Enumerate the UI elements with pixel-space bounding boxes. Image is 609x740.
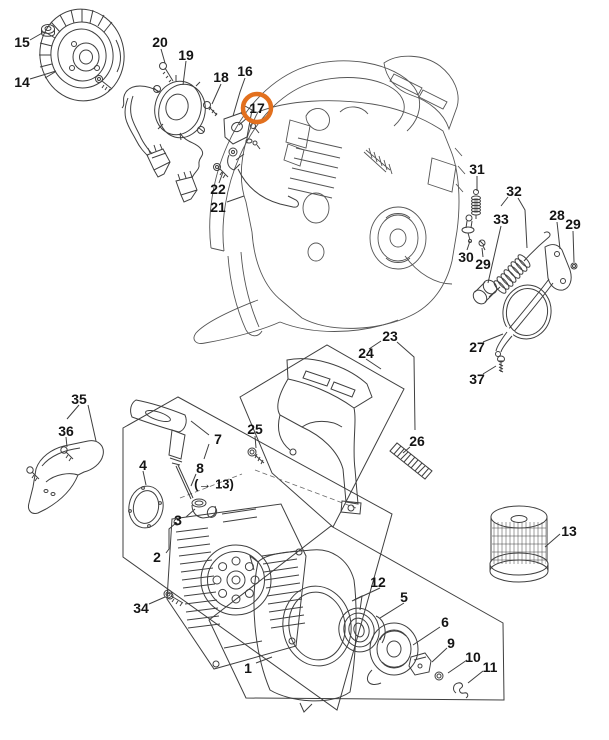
wiring-harness-drawing [121, 85, 204, 203]
lever-21-drawing [227, 147, 299, 208]
callout-19[interactable]: 19 [178, 47, 194, 63]
spring-26-drawing [389, 442, 433, 480]
callout-12[interactable]: 12 [370, 574, 386, 590]
callout-1[interactable]: 1 [244, 660, 252, 676]
callout-20[interactable]: 20 [152, 34, 168, 50]
callout-37[interactable]: 37 [469, 371, 485, 387]
group-box-starter-grip [122, 396, 393, 711]
callout-6[interactable]: 6 [441, 614, 449, 630]
callout-4[interactable]: 4 [139, 457, 147, 473]
callout-29a[interactable]: 29 [565, 216, 581, 232]
callout-9[interactable]: 9 [447, 635, 455, 651]
callout-22[interactable]: 22 [210, 181, 226, 197]
callout-17[interactable]: 17 [249, 100, 265, 116]
callout-8[interactable]: 8 [196, 460, 204, 476]
selected-part-highlight [240, 91, 274, 125]
pawl-9-drawing [408, 652, 432, 676]
callout-33[interactable]: 33 [493, 211, 509, 227]
callout-31[interactable]: 31 [469, 161, 485, 177]
flywheel-screw-drawing [95, 75, 113, 93]
callout-21[interactable]: 21 [210, 199, 226, 215]
callout-35[interactable]: 35 [71, 391, 87, 407]
callout-34[interactable]: 34 [133, 600, 149, 616]
brake-spring-32-drawing [488, 231, 551, 298]
chain-catcher-35-drawing [28, 440, 104, 514]
callout-23[interactable]: 23 [382, 328, 398, 344]
callout-36[interactable]: 36 [58, 423, 74, 439]
callout-10[interactable]: 10 [465, 649, 481, 665]
callout-30[interactable]: 30 [458, 249, 474, 265]
screw-25-drawing [247, 447, 265, 465]
callout-29b[interactable]: 29 [475, 256, 491, 272]
callout-13[interactable]: 13 [561, 523, 577, 539]
grommet-4-drawing [128, 485, 164, 529]
callout-16[interactable]: 16 [237, 63, 253, 79]
starter-grip-7-drawing [130, 399, 187, 466]
hand-guard-24-drawing [277, 358, 373, 515]
screw-18-drawing [203, 101, 218, 117]
clip-11-drawing [453, 682, 469, 699]
screw-37-drawing [497, 355, 505, 373]
spring-31-drawing [471, 189, 481, 219]
callout-2[interactable]: 2 [153, 549, 161, 565]
nut-29a-drawing [570, 262, 578, 270]
module-screw-drawing [159, 62, 174, 83]
callout-14[interactable]: 14 [14, 74, 30, 90]
callout-leader-lines [29, 31, 575, 684]
callout-27[interactable]: 27 [469, 339, 485, 355]
screw-36-drawing [26, 446, 74, 482]
callout-18[interactable]: 18 [213, 69, 229, 85]
callout-25[interactable]: 25 [247, 421, 263, 437]
brake-lever-28-drawing [502, 244, 572, 341]
explosion-axis-dashed-line [179, 469, 357, 509]
callout-5[interactable]: 5 [400, 589, 408, 605]
chainsaw-body-drawing [193, 55, 466, 344]
brake-band-27-drawing [491, 284, 552, 357]
flywheel-drawing [39, 8, 125, 102]
callout-8-reference-note[interactable]: (→ 13) [194, 476, 234, 492]
starter-cover-2-drawing [166, 503, 307, 670]
screw-22-drawing [213, 163, 229, 179]
rope-rotor-6-drawing [367, 622, 419, 685]
ignition-module-drawing [153, 75, 206, 141]
group-box-hand-guard [239, 344, 405, 528]
callout-32[interactable]: 32 [506, 183, 522, 199]
starter-rope-8-drawing [175, 464, 194, 500]
callout-28[interactable]: 28 [549, 207, 565, 223]
screw-29b-drawing [478, 239, 486, 251]
callout-7[interactable]: 7 [214, 431, 222, 447]
callout-26[interactable]: 26 [409, 433, 425, 449]
screw-34-drawing [163, 589, 184, 607]
pin-30-drawing [461, 214, 475, 243]
callout-15[interactable]: 15 [14, 34, 30, 50]
callout-3[interactable]: 3 [174, 512, 182, 528]
rope-spool-13-drawing [489, 505, 549, 583]
flywheel-nut-drawing [41, 24, 55, 37]
callout-11[interactable]: 11 [482, 659, 498, 675]
rewind-spring-5-drawing [338, 607, 386, 653]
washer-10-drawing [434, 671, 444, 681]
group-box-starter-assembly [208, 525, 505, 701]
callout-24[interactable]: 24 [358, 345, 374, 361]
